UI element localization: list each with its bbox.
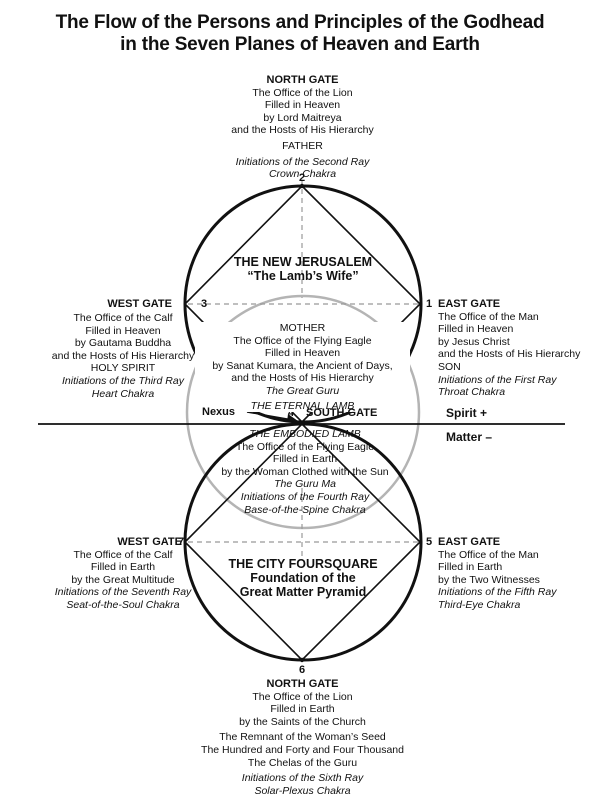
vertex-number-3: 3 — [200, 298, 208, 310]
west-gate-upper: WEST GATE — [30, 298, 190, 311]
west-gate-upper-line: and the Hosts of His Hierarchy — [51, 349, 195, 362]
east-gate-lower-line: by the Two Witnesses — [438, 573, 540, 586]
north-gate-top-line: Crown Chakra — [268, 168, 337, 181]
north-gate-top-line: Filled in Heaven — [264, 99, 341, 112]
east-gate-lower-heading: EAST GATE — [438, 536, 501, 548]
eternal-lamb-label: THE ETERNAL LAMB — [250, 399, 355, 412]
city-foursquare-label: THE CITY FOURSQUARE Foundation of the Gr… — [212, 557, 394, 599]
west-gate-upper-body: The Office of the Calf Filled in Heaven … — [48, 312, 198, 400]
mother-line: The Great Guru — [265, 384, 340, 397]
east-gate-upper-heading: EAST GATE — [438, 298, 501, 310]
north-gate-bottom-line: The Office of the Lion — [252, 690, 353, 703]
embodied-line: Filled in Earth — [272, 453, 338, 466]
embodied-line: The Office of the Flying Eagle — [235, 440, 375, 453]
vertex-number-4: 4 — [287, 407, 295, 419]
north-gate-bottom-heading: NORTH GATE — [266, 678, 339, 690]
west-gate-upper-line: HOLY SPIRIT — [90, 362, 156, 375]
west-gate-upper-line: by Gautama Buddha — [74, 337, 172, 350]
embodied-line: The Guru Ma — [274, 478, 336, 491]
west-gate-lower-line: Initiations of the Seventh Ray — [54, 586, 192, 599]
embodied-lamb-block: THE EMBODIED LAMB The Office of the Flyi… — [200, 428, 410, 516]
title-line-1: The Flow of the Persons and Principles o… — [55, 12, 545, 33]
east-gate-lower-line: Third-Eye Chakra — [438, 598, 521, 611]
vertex-number-2: 2 — [298, 172, 306, 184]
east-gate-lower: EAST GATE The Office of the Man Filled i… — [438, 536, 588, 612]
west-gate-upper-line: Heart Chakra — [91, 387, 155, 400]
east-gate-upper-line: and the Hosts of His Hierarchy — [438, 348, 581, 361]
embodied-line: Initiations of the Fourth Ray — [240, 490, 370, 503]
mother-circle — [185, 294, 421, 530]
vertex-4 — [299, 420, 305, 426]
north-gate-bottom: NORTH GATE The Office of the Lion Filled… — [170, 678, 435, 797]
mother-line: Filled in Heaven — [264, 347, 341, 360]
vertex-2 — [299, 183, 305, 189]
city-foursquare-line: Foundation of the — [250, 571, 356, 585]
embodied-lamb-title: THE EMBODIED LAMB — [249, 428, 361, 440]
west-gate-lower: WEST GATE The Office of the Calf Filled … — [48, 536, 198, 612]
mother-line: by Sanat Kumara, the Ancient of Days, — [212, 359, 393, 372]
title-line-2: in the Seven Planes of Heaven and Earth — [120, 34, 480, 55]
west-gate-lower-line: Seat-of-the-Soul Chakra — [66, 598, 180, 611]
new-jerusalem-label: THE NEW JERUSALEM “The Lamb’s Wife” — [210, 255, 396, 283]
east-gate-lower-line: The Office of the Man — [438, 548, 539, 561]
nexus-arrow-head — [287, 414, 298, 422]
north-gate-top-line: FATHER — [282, 139, 323, 152]
mother-block: MOTHER The Office of the Flying Eagle Fi… — [195, 322, 410, 413]
west-gate-lower-line: The Office of the Calf — [73, 548, 173, 561]
east-gate-lower-line: Initiations of the Fifth Ray — [438, 586, 557, 599]
east-gate-upper: EAST GATE The Office of the Man Filled i… — [438, 298, 588, 399]
mother-line: The Office of the Flying Eagle — [233, 334, 372, 347]
east-gate-upper-line: by Jesus Christ — [438, 335, 510, 348]
city-foursquare-title: THE CITY FOURSQUARE — [228, 557, 378, 571]
east-gate-upper-line: SON — [438, 360, 461, 373]
north-gate-bottom-line: The Hundred and Forty and Four Thousand — [201, 743, 404, 756]
south-gate-label: SOUTH GATE — [306, 407, 378, 419]
north-gate-top-line: by Lord Maitreya — [263, 111, 342, 124]
east-gate-upper-line: The Office of the Man — [438, 310, 539, 323]
north-gate-top-heading: NORTH GATE — [266, 74, 339, 86]
vertex-number-6: 6 — [298, 664, 306, 676]
vertex-6 — [299, 657, 305, 663]
mother-heading: MOTHER — [279, 322, 326, 334]
mother-line: and the Hosts of His Hierarchy — [231, 372, 374, 385]
west-gate-upper-heading: WEST GATE — [107, 298, 172, 310]
page-title: The Flow of the Persons and Principles o… — [0, 12, 600, 56]
west-gate-lower-line: Filled in Earth — [90, 561, 156, 574]
east-gate-upper-line: Initiations of the First Ray — [438, 373, 557, 386]
north-gate-top-line: and the Hosts of His Hierarchy — [231, 124, 374, 137]
embodied-line: Base-of-the-Spine Chakra — [244, 503, 366, 516]
nexus-label: Nexus — [202, 406, 236, 418]
west-gate-upper-line: Filled in Heaven — [85, 324, 161, 337]
north-gate-bottom-line: Filled in Earth — [270, 703, 335, 716]
west-gate-lower-line: by the Great Multitude — [71, 573, 175, 586]
north-gate-bottom-line: Solar-Plexus Chakra — [254, 784, 351, 797]
west-gate-upper-line: Initiations of the Third Ray — [62, 374, 184, 387]
spirit-label: Spirit + — [446, 406, 488, 420]
east-gate-lower-line: Filled in Earth — [438, 561, 503, 574]
east-gate-upper-line: Filled in Heaven — [438, 323, 514, 336]
east-gate-upper-line: Throat Chakra — [438, 386, 506, 399]
new-jerusalem-title: THE NEW JERUSALEM — [233, 255, 373, 269]
north-gate-bottom-line: The Remnant of the Woman’s Seed — [219, 731, 386, 744]
north-gate-bottom-line: Initiations of the Sixth Ray — [241, 772, 364, 785]
city-foursquare-line: Great Matter Pyramid — [239, 585, 367, 599]
north-gate-top-line: Initiations of the Second Ray — [235, 155, 370, 168]
north-gate-bottom-line: by the Saints of the Church — [239, 715, 366, 728]
west-gate-lower-heading: WEST GATE — [117, 536, 182, 548]
north-gate-bottom-line: The Chelas of the Guru — [247, 756, 358, 769]
vertex-number-5: 5 — [425, 536, 433, 548]
new-jerusalem-subtitle: “The Lamb’s Wife” — [247, 269, 359, 283]
nexus-arrow — [246, 411, 294, 421]
matter-label: Matter – — [446, 430, 493, 444]
embodied-line: by the Woman Clothed with the Sun — [221, 465, 389, 478]
north-gate-top: NORTH GATE The Office of the Lion Filled… — [180, 74, 425, 181]
north-gate-top-line: The Office of the Lion — [252, 86, 353, 99]
vertex-number-7: 7 — [177, 536, 185, 548]
west-gate-upper-line: The Office of the Calf — [73, 312, 173, 324]
vertex-number-1: 1 — [425, 298, 433, 310]
